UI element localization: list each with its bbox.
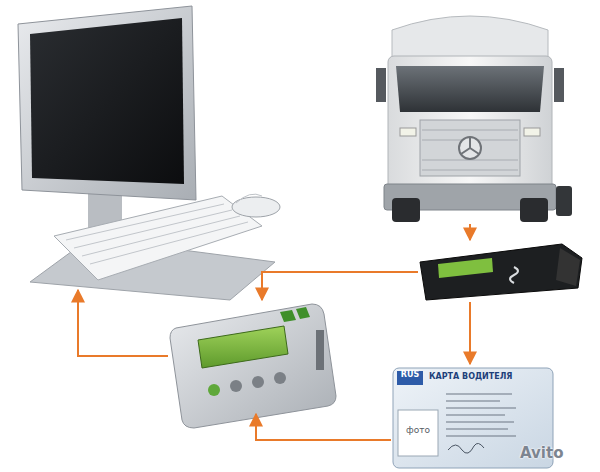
keyboard [54,196,262,280]
flow-arrows [78,224,470,440]
computer [18,6,280,300]
card-reader [170,304,336,428]
reader-button [252,376,264,388]
photo-caption: фото [398,426,438,436]
headlight [400,128,416,136]
watermark: Avito [520,444,563,462]
rear-wheel [556,186,572,216]
signature [448,443,484,453]
country-field [397,371,423,385]
tachograph-body [420,244,582,300]
reader-display [198,326,288,368]
reader-button [208,384,220,396]
country-code: RUS [397,371,423,380]
star-emblem [459,137,481,159]
flow-arrow [262,272,418,300]
tachograph [420,244,582,300]
mirror [554,68,564,102]
flow-arrow [469,302,471,364]
grille [420,120,520,176]
grille-bars [422,130,518,170]
truck [376,16,572,222]
keyboard-keys [66,204,248,264]
mirror [376,68,386,102]
reader-ports [316,330,324,370]
mouse-cable [236,194,262,203]
monitor-bezel [18,6,196,200]
tachograph-logo [510,267,518,283]
tachograph-display [438,258,493,278]
wheel [520,198,548,222]
reader-stripes [280,307,310,322]
flow-arrow [469,224,471,240]
reader-body [170,304,336,428]
star-emblem [461,138,479,154]
card-title: КАРТА ВОДИТЕЛЯ [429,373,547,382]
windshield [396,66,544,112]
cab-body [388,56,552,196]
photo-box [398,410,438,456]
flow-arrow [256,414,391,440]
card-data-lines [446,394,516,436]
reader-button [230,380,242,392]
reader-button [274,372,286,384]
cab-roof [392,16,548,60]
headlight [524,128,540,136]
flow-arrow [78,290,168,356]
monitor-screen [30,18,184,184]
wheel [392,198,420,222]
card-slot [556,248,580,286]
